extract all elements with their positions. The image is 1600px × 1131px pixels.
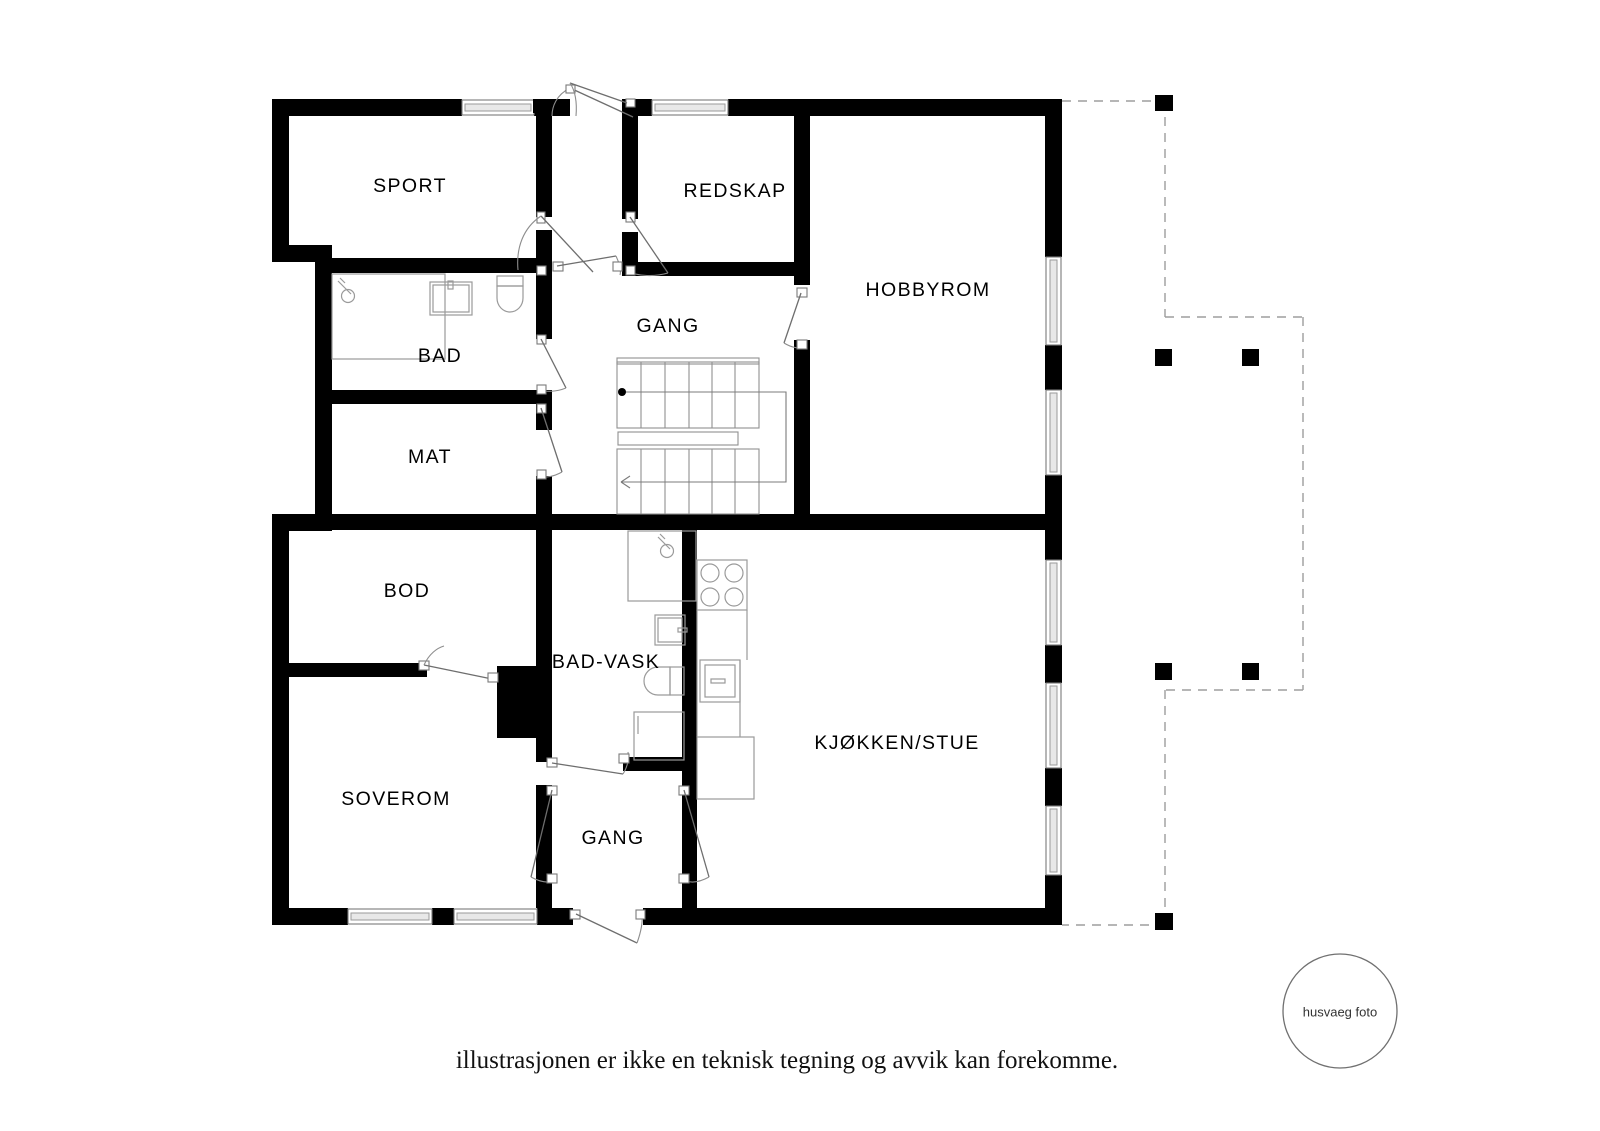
logo-circle bbox=[1282, 953, 1398, 1069]
door-gang-upper bbox=[552, 255, 623, 276]
wall-right-6 bbox=[1045, 875, 1062, 925]
window-top-2 bbox=[651, 99, 729, 116]
wall-bod-right-a bbox=[536, 530, 552, 762]
room-label-bad: BAD bbox=[418, 345, 462, 367]
room-label-bod: BOD bbox=[384, 580, 430, 602]
wall-hobby-left-b bbox=[794, 340, 810, 520]
wall-sport-right-a bbox=[536, 99, 552, 217]
cabinet-badvask-icon bbox=[654, 614, 688, 646]
wall-bottom-1 bbox=[272, 908, 348, 925]
room-label-kjokken-stue: KJØKKEN/STUE bbox=[814, 732, 979, 754]
window-top-1 bbox=[461, 99, 535, 116]
washbasin-bad-icon bbox=[429, 280, 473, 316]
appliance-icon bbox=[699, 659, 741, 703]
counter-icon bbox=[696, 736, 755, 800]
shower-tray-bad bbox=[331, 273, 446, 360]
wall-redskap-left-a bbox=[622, 99, 638, 219]
wall-left-upper bbox=[272, 99, 289, 262]
wall-bad-mat-divider bbox=[315, 390, 537, 404]
doors bbox=[418, 82, 808, 944]
wall-hobby-left-a bbox=[794, 99, 810, 285]
door-redskap-top bbox=[569, 82, 636, 117]
room-label-bad-vask: BAD-VASK bbox=[552, 651, 660, 673]
room-label-mat: MAT bbox=[408, 446, 452, 468]
washing-machine-badvask-icon bbox=[633, 711, 685, 761]
wall-top-1 bbox=[272, 99, 462, 116]
interior-walls bbox=[272, 99, 1062, 908]
door-entry bbox=[569, 909, 646, 944]
wall-left-lower bbox=[272, 514, 289, 925]
pillar-mid-right bbox=[1242, 349, 1259, 366]
wall-sport-bottom bbox=[315, 258, 552, 273]
room-label-sport: SPORT bbox=[373, 175, 447, 197]
pillar-bottom-left bbox=[1155, 913, 1173, 930]
wall-bod-soverom-divider bbox=[272, 663, 427, 677]
window-bottom-2 bbox=[453, 908, 538, 925]
room-label-hobbyrom: HOBBYROM bbox=[866, 279, 991, 301]
disclaimer-caption: illustrasjonen er ikke en teknisk tegnin… bbox=[456, 1047, 1118, 1074]
wall-bottom-2 bbox=[432, 908, 454, 925]
door-sport-top bbox=[533, 84, 634, 118]
terrace-dashed-outline bbox=[1062, 100, 1304, 926]
window-right-5 bbox=[1045, 805, 1062, 876]
window-bottom-1 bbox=[347, 908, 433, 925]
door-bod bbox=[418, 645, 499, 683]
shower-tray-badvask bbox=[627, 530, 697, 602]
pillar-mid-left bbox=[1155, 349, 1172, 366]
door-mat bbox=[536, 403, 563, 480]
wall-mid-horizontal bbox=[272, 514, 1062, 530]
logo-label: husvaeg foto bbox=[1303, 1004, 1377, 1019]
wall-bad-right-a bbox=[536, 273, 552, 339]
wall-right-5 bbox=[1045, 768, 1062, 806]
wall-top-4 bbox=[728, 99, 1062, 116]
room-labels: SPORT REDSKAP HOBBYROM GANG BAD MAT BOD … bbox=[341, 175, 991, 849]
window-right-3 bbox=[1045, 559, 1062, 646]
terrace-pillars bbox=[1155, 95, 1259, 930]
wall-bottom-4 bbox=[643, 908, 1062, 925]
window-right-4 bbox=[1045, 682, 1062, 769]
window-right-2 bbox=[1045, 389, 1062, 476]
fixtures-kitchen bbox=[696, 559, 755, 800]
logo-badge: husvaeg foto bbox=[1282, 953, 1398, 1069]
wall-duct-block bbox=[497, 666, 539, 738]
toilet-bad-icon bbox=[496, 275, 524, 313]
cooktop-icon bbox=[696, 559, 748, 611]
wall-right-4 bbox=[1045, 645, 1062, 683]
wall-right-1 bbox=[1045, 99, 1062, 257]
window-right-1 bbox=[1045, 256, 1062, 346]
pillar-top-left bbox=[1155, 95, 1173, 111]
shower-head-bad-icon bbox=[337, 277, 356, 304]
windows bbox=[347, 99, 1062, 925]
fixtures-badvask bbox=[627, 530, 697, 761]
shower-head-badvask-icon bbox=[657, 533, 675, 559]
pillar-low-left bbox=[1155, 663, 1172, 680]
door-soverom bbox=[546, 751, 630, 775]
wall-badvask-bottom bbox=[623, 757, 683, 771]
toilet-badvask-icon bbox=[643, 666, 685, 696]
pillar-low-right bbox=[1242, 663, 1259, 680]
door-sport-right bbox=[517, 211, 594, 276]
door-bad bbox=[536, 334, 567, 395]
wall-badvask-right bbox=[682, 530, 697, 908]
room-label-gang-lower: GANG bbox=[581, 827, 644, 849]
wall-right-2 bbox=[1045, 345, 1062, 390]
door-hobbyrom bbox=[783, 287, 808, 350]
wall-bottom-3 bbox=[537, 908, 573, 925]
staircase bbox=[616, 357, 787, 515]
room-label-gang-upper: GANG bbox=[636, 315, 699, 337]
door-redskap-left bbox=[625, 211, 669, 277]
fixtures-bad bbox=[331, 273, 524, 360]
door-gang-lower-right bbox=[678, 785, 710, 884]
door-gang-lower-left bbox=[530, 785, 558, 884]
wall-redskap-bottom bbox=[622, 262, 808, 276]
room-label-soverom: SOVEROM bbox=[341, 788, 450, 810]
wall-left-mid bbox=[315, 245, 332, 523]
room-label-redskap: REDSKAP bbox=[684, 180, 787, 202]
